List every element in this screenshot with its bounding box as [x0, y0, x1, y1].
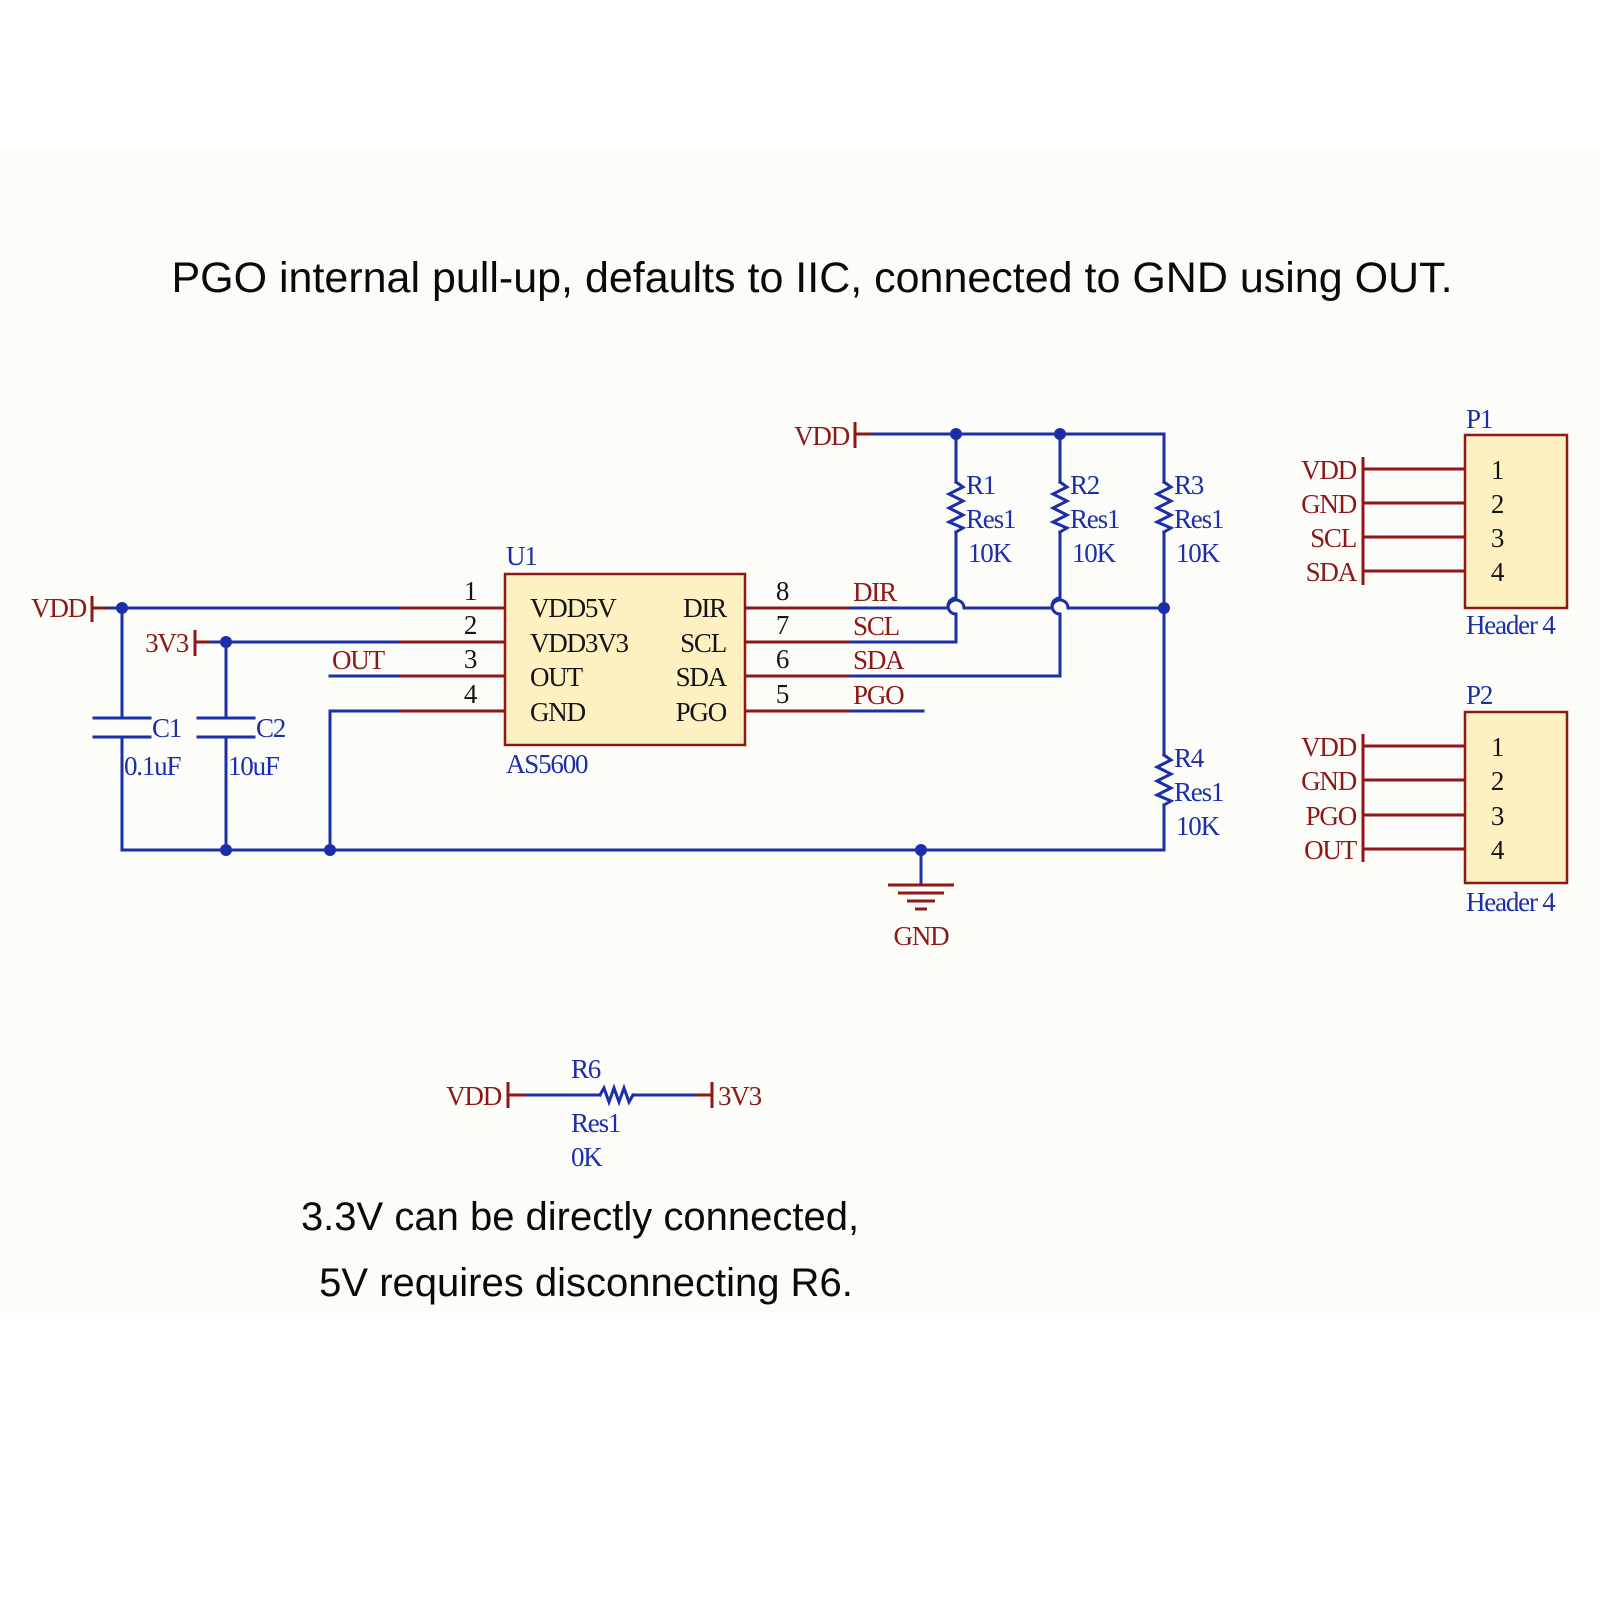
r2-type: Res1 — [1070, 504, 1119, 534]
header-p2: P2 1 2 3 4 VDD GND PGO OUT Header 4 — [1301, 680, 1569, 917]
p2-net-1: VDD — [1301, 732, 1357, 762]
p2-pin-2: 2 — [1491, 766, 1504, 796]
c1-value: 0.1uF — [124, 751, 181, 781]
p1-net-2: GND — [1301, 489, 1357, 519]
header-p1: P1 1 2 3 4 VDD GND SCL SDA Header 4 — [1301, 404, 1569, 640]
p2-net-3: PGO — [1306, 801, 1357, 831]
u1-pin-name-vdd5v: VDD5V — [530, 593, 617, 623]
c2-value: 10uF — [228, 751, 280, 781]
r6-3v3-port-label: 3V3 — [718, 1081, 762, 1111]
u1-pin-name-sda: SDA — [676, 662, 728, 692]
u1-pin-5-number: 5 — [776, 679, 789, 709]
u1-pin-name-gnd: GND — [530, 697, 586, 727]
u1-part-label: AS5600 — [506, 749, 588, 779]
p2-body — [1463, 710, 1569, 885]
net-label-scl: SCL — [853, 611, 899, 641]
r3-designator: R3 — [1174, 470, 1204, 500]
r6-type: Res1 — [571, 1108, 620, 1138]
ground-symbol — [888, 883, 954, 911]
u1-pin-name-vdd3v3: VDD3V3 — [530, 628, 628, 658]
r4-value: 10K — [1176, 811, 1221, 841]
u1-pin-3-number: 3 — [464, 644, 477, 674]
footnote-line-1: 3.3V can be directly connected, — [301, 1195, 859, 1239]
footnote-line-2: 5V requires disconnecting R6. — [319, 1261, 853, 1305]
p1-pin-2: 2 — [1491, 489, 1504, 519]
c2-designator: C2 — [256, 713, 286, 743]
p2-pin-3: 3 — [1491, 801, 1504, 831]
headline: PGO internal pull-up, defaults to IIC, c… — [171, 254, 1452, 302]
p2-net-4: OUT — [1304, 835, 1358, 865]
net-labels: DIR SCL SDA PGO OUT — [332, 577, 906, 710]
r3-type: Res1 — [1174, 504, 1223, 534]
net-label-sda: SDA — [853, 645, 905, 675]
r4-type: Res1 — [1174, 777, 1223, 807]
wires — [90, 432, 1166, 1097]
p1-body — [1463, 433, 1569, 610]
p1-pin-4: 4 — [1491, 557, 1505, 587]
resistor-r3: R3 Res1 10K — [1153, 470, 1224, 568]
u1-body — [503, 572, 747, 747]
u1-pin-6-number: 6 — [776, 644, 789, 674]
net-label-pgo: PGO — [853, 680, 904, 710]
u1-designator: U1 — [506, 541, 537, 571]
resistor-r6: R6 Res1 0K — [571, 1054, 636, 1172]
r6-vdd-port-label: VDD — [446, 1081, 502, 1111]
capacitor-c1: C1 0.1uF — [92, 713, 183, 781]
vdd-port-label: VDD — [31, 593, 87, 623]
r4-designator: R4 — [1174, 743, 1205, 773]
u1-pin-name-pgo: PGO — [676, 697, 727, 727]
p2-designator: P2 — [1466, 680, 1493, 710]
u1-pin-8-number: 8 — [776, 576, 789, 606]
capacitor-c2: C2 10uF — [196, 713, 287, 781]
r2-designator: R2 — [1070, 470, 1100, 500]
net-label-out: OUT — [332, 645, 386, 675]
p1-net-1: VDD — [1301, 455, 1357, 485]
u1-pin-7-number: 7 — [776, 610, 789, 640]
gnd-port-label: GND — [894, 921, 950, 951]
p2-type: Header 4 — [1466, 887, 1556, 917]
p1-net-3: SCL — [1310, 523, 1356, 553]
u1-pin-name-scl: SCL — [680, 628, 726, 658]
power-ports: VDD 3V3 VDD VDD 3V3 GND — [31, 421, 954, 1111]
resistor-r4: R4 Res1 10K — [1153, 743, 1224, 841]
v3-port-label: 3V3 — [145, 628, 189, 658]
r6-designator: R6 — [571, 1054, 601, 1084]
p2-pin-4: 4 — [1491, 835, 1505, 865]
u1-pin-1-number: 1 — [464, 576, 476, 606]
r1-value: 10K — [968, 538, 1013, 568]
u1-pin-4-number: 4 — [464, 679, 478, 709]
schematic-panel — [0, 148, 1600, 1313]
p1-designator: P1 — [1466, 404, 1492, 434]
r1-designator: R1 — [966, 470, 995, 500]
u1-pin-2-number: 2 — [464, 610, 477, 640]
p1-type: Header 4 — [1466, 610, 1556, 640]
vdd-top-port-label: VDD — [794, 421, 850, 451]
net-label-dir: DIR — [853, 577, 897, 607]
resistor-r2: R2 Res1 10K — [1049, 470, 1120, 568]
u1-chip: U1 1 2 3 4 8 7 6 5 VDD5V VDD3V3 OUT — [400, 541, 850, 779]
p1-pin-3: 3 — [1491, 523, 1504, 553]
p2-net-2: GND — [1301, 766, 1357, 796]
u1-pin-name-dir: DIR — [683, 593, 727, 623]
junction-dots — [116, 428, 1170, 856]
u1-pin-name-out: OUT — [530, 662, 584, 692]
c1-designator: C1 — [152, 713, 181, 743]
p2-pin-1: 1 — [1491, 732, 1503, 762]
r6-value: 0K — [571, 1142, 603, 1172]
r2-value: 10K — [1072, 538, 1117, 568]
resistor-r1: R1 Res1 10K — [945, 470, 1016, 568]
p1-pin-1: 1 — [1491, 455, 1503, 485]
r3-value: 10K — [1176, 538, 1221, 568]
r1-type: Res1 — [966, 504, 1015, 534]
p1-net-4: SDA — [1306, 557, 1358, 587]
